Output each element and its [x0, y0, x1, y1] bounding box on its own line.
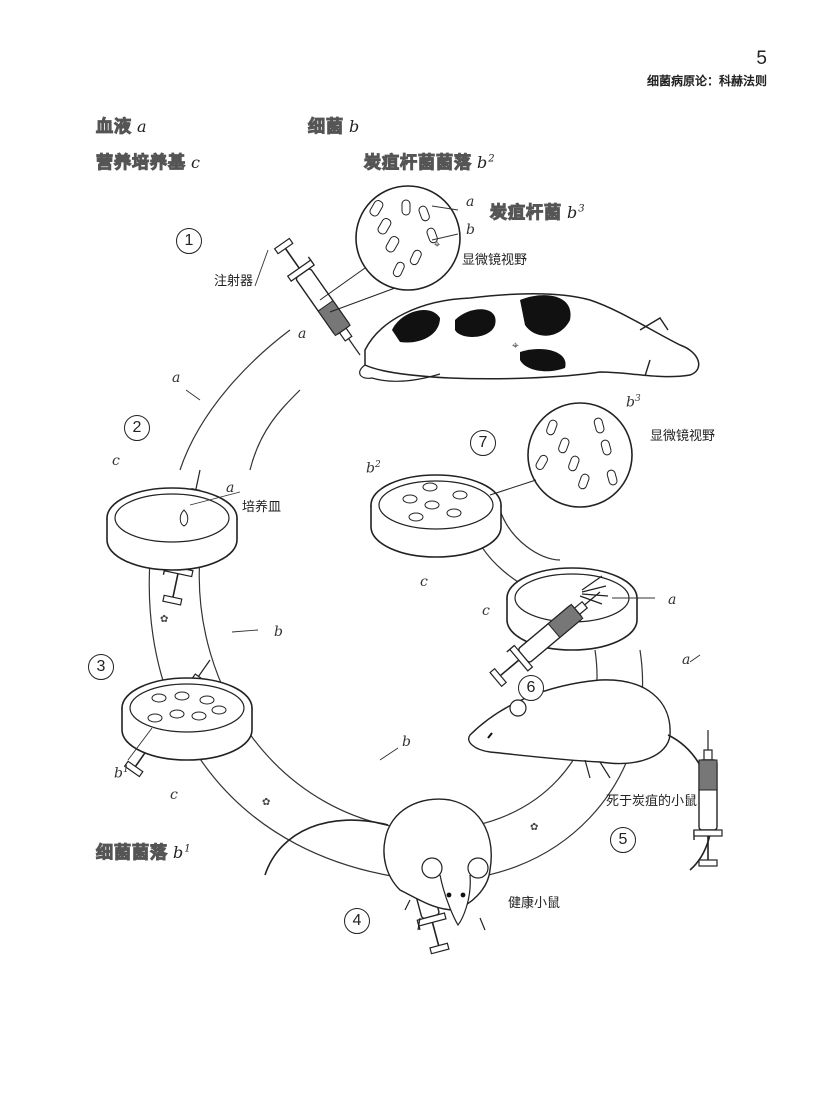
dead-mouse-illustration: [468, 679, 714, 871]
legend-anthrax-colony-sup: 2: [488, 153, 496, 165]
svg-text:⌖: ⌖: [434, 238, 440, 251]
label-microscope-field-1: 显微镜视野: [462, 253, 528, 268]
letter-a-syringe2: a: [172, 370, 181, 386]
step-4-marker: 4: [344, 908, 370, 934]
legend-anthrax-bacillus-letter: b: [567, 203, 579, 222]
letter-c-dish2: c: [112, 453, 120, 469]
letter-a-syringe1: a: [298, 326, 307, 342]
label-dead-mouse: 死于炭疽的小鼠: [606, 794, 698, 809]
svg-text:⌖: ⌖: [512, 338, 519, 352]
legend-blood-label: 血液: [96, 117, 132, 138]
legend-medium-letter: c: [191, 153, 201, 172]
microscope-view-2: [489, 402, 633, 508]
legend-blood: 血液 a: [96, 112, 148, 138]
legend-bacteria-label: 细菌: [308, 117, 344, 138]
letter-c-dish3: c: [170, 787, 178, 803]
letter-b1-sup: 1: [122, 765, 129, 775]
legend-colony-letter: b: [173, 843, 185, 862]
step-7-marker: 7: [470, 430, 496, 456]
petri-dish-3: [121, 677, 253, 761]
legend-anthrax-colony: 炭疽杆菌菌落 b2: [364, 148, 496, 174]
svg-text:✿: ✿: [530, 822, 538, 833]
legend-bacteria: 细菌 b: [308, 112, 361, 138]
letter-a-dish6: a: [668, 592, 677, 608]
page-header: 细菌病原论：科赫法则: [646, 74, 767, 88]
step-6-marker: 6: [518, 675, 544, 701]
legend-colony: 细菌菌落 b1: [96, 838, 192, 864]
petri-dish-2: [106, 487, 238, 571]
ring-star-icons: ✿ ✿ ✿: [160, 614, 538, 833]
letter-b2-sup: 2: [374, 460, 381, 470]
letter-b1: b1: [114, 765, 129, 782]
label-microscope-field-2: 显微镜视野: [650, 429, 716, 444]
letter-a-micro1: a: [466, 194, 475, 210]
svg-text:✿: ✿: [262, 797, 270, 808]
letter-b-syringe3: b: [274, 624, 283, 640]
letter-b-micro1: b: [466, 222, 475, 238]
label-syringe: 注射器: [214, 274, 254, 289]
legend-medium: 营养培养基 c: [96, 148, 201, 174]
svg-text:✿: ✿: [160, 614, 168, 625]
legend-medium-label: 营养培养基: [96, 153, 186, 174]
letter-c-dish7: c: [420, 574, 428, 590]
petri-dish-7: [370, 474, 502, 558]
step-5-marker: 5: [610, 827, 636, 853]
leader-lines: [127, 205, 701, 761]
syringe-5: [693, 729, 723, 867]
letter-b3: b3: [626, 394, 641, 411]
label-petri-dish: 培养皿: [242, 500, 282, 515]
letter-b3-sup: 3: [634, 394, 641, 404]
microscope-view-1: ⌖: [319, 185, 461, 313]
letter-c-dish6: c: [482, 603, 490, 619]
legend-bacteria-letter: b: [349, 117, 361, 136]
legend-anthrax-bacillus: 炭疽杆菌 b3: [490, 198, 586, 224]
legend-anthrax-colony-label: 炭疽杆菌菌落: [364, 153, 472, 174]
step-2-marker: 2: [124, 415, 150, 441]
legend-anthrax-bacillus-label: 炭疽杆菌: [490, 203, 562, 224]
legend-colony-sup: 1: [184, 843, 192, 855]
page-number: 5: [756, 48, 767, 69]
letter-a-syringe5: a: [682, 652, 691, 668]
legend-colony-label: 细菌菌落: [96, 843, 168, 864]
letter-b-syringe4: b: [402, 734, 411, 750]
legend-anthrax-colony-letter: b: [477, 153, 489, 172]
step-1-marker: 1: [176, 228, 202, 254]
letter-b2: b2: [366, 460, 381, 477]
legend-blood-letter: a: [137, 117, 148, 136]
letter-a-dish2: a: [226, 480, 235, 496]
dead-cow-illustration: ⌖: [359, 293, 700, 383]
letter-b2-base: b: [366, 460, 375, 477]
healthy-mouse-illustration: [264, 798, 492, 931]
letter-b1-base: b: [114, 765, 123, 782]
label-healthy-mouse: 健康小鼠: [508, 896, 561, 911]
legend-anthrax-bacillus-sup: 3: [578, 203, 586, 215]
step-3-marker: 3: [88, 654, 114, 680]
letter-b3-base: b: [626, 394, 635, 411]
